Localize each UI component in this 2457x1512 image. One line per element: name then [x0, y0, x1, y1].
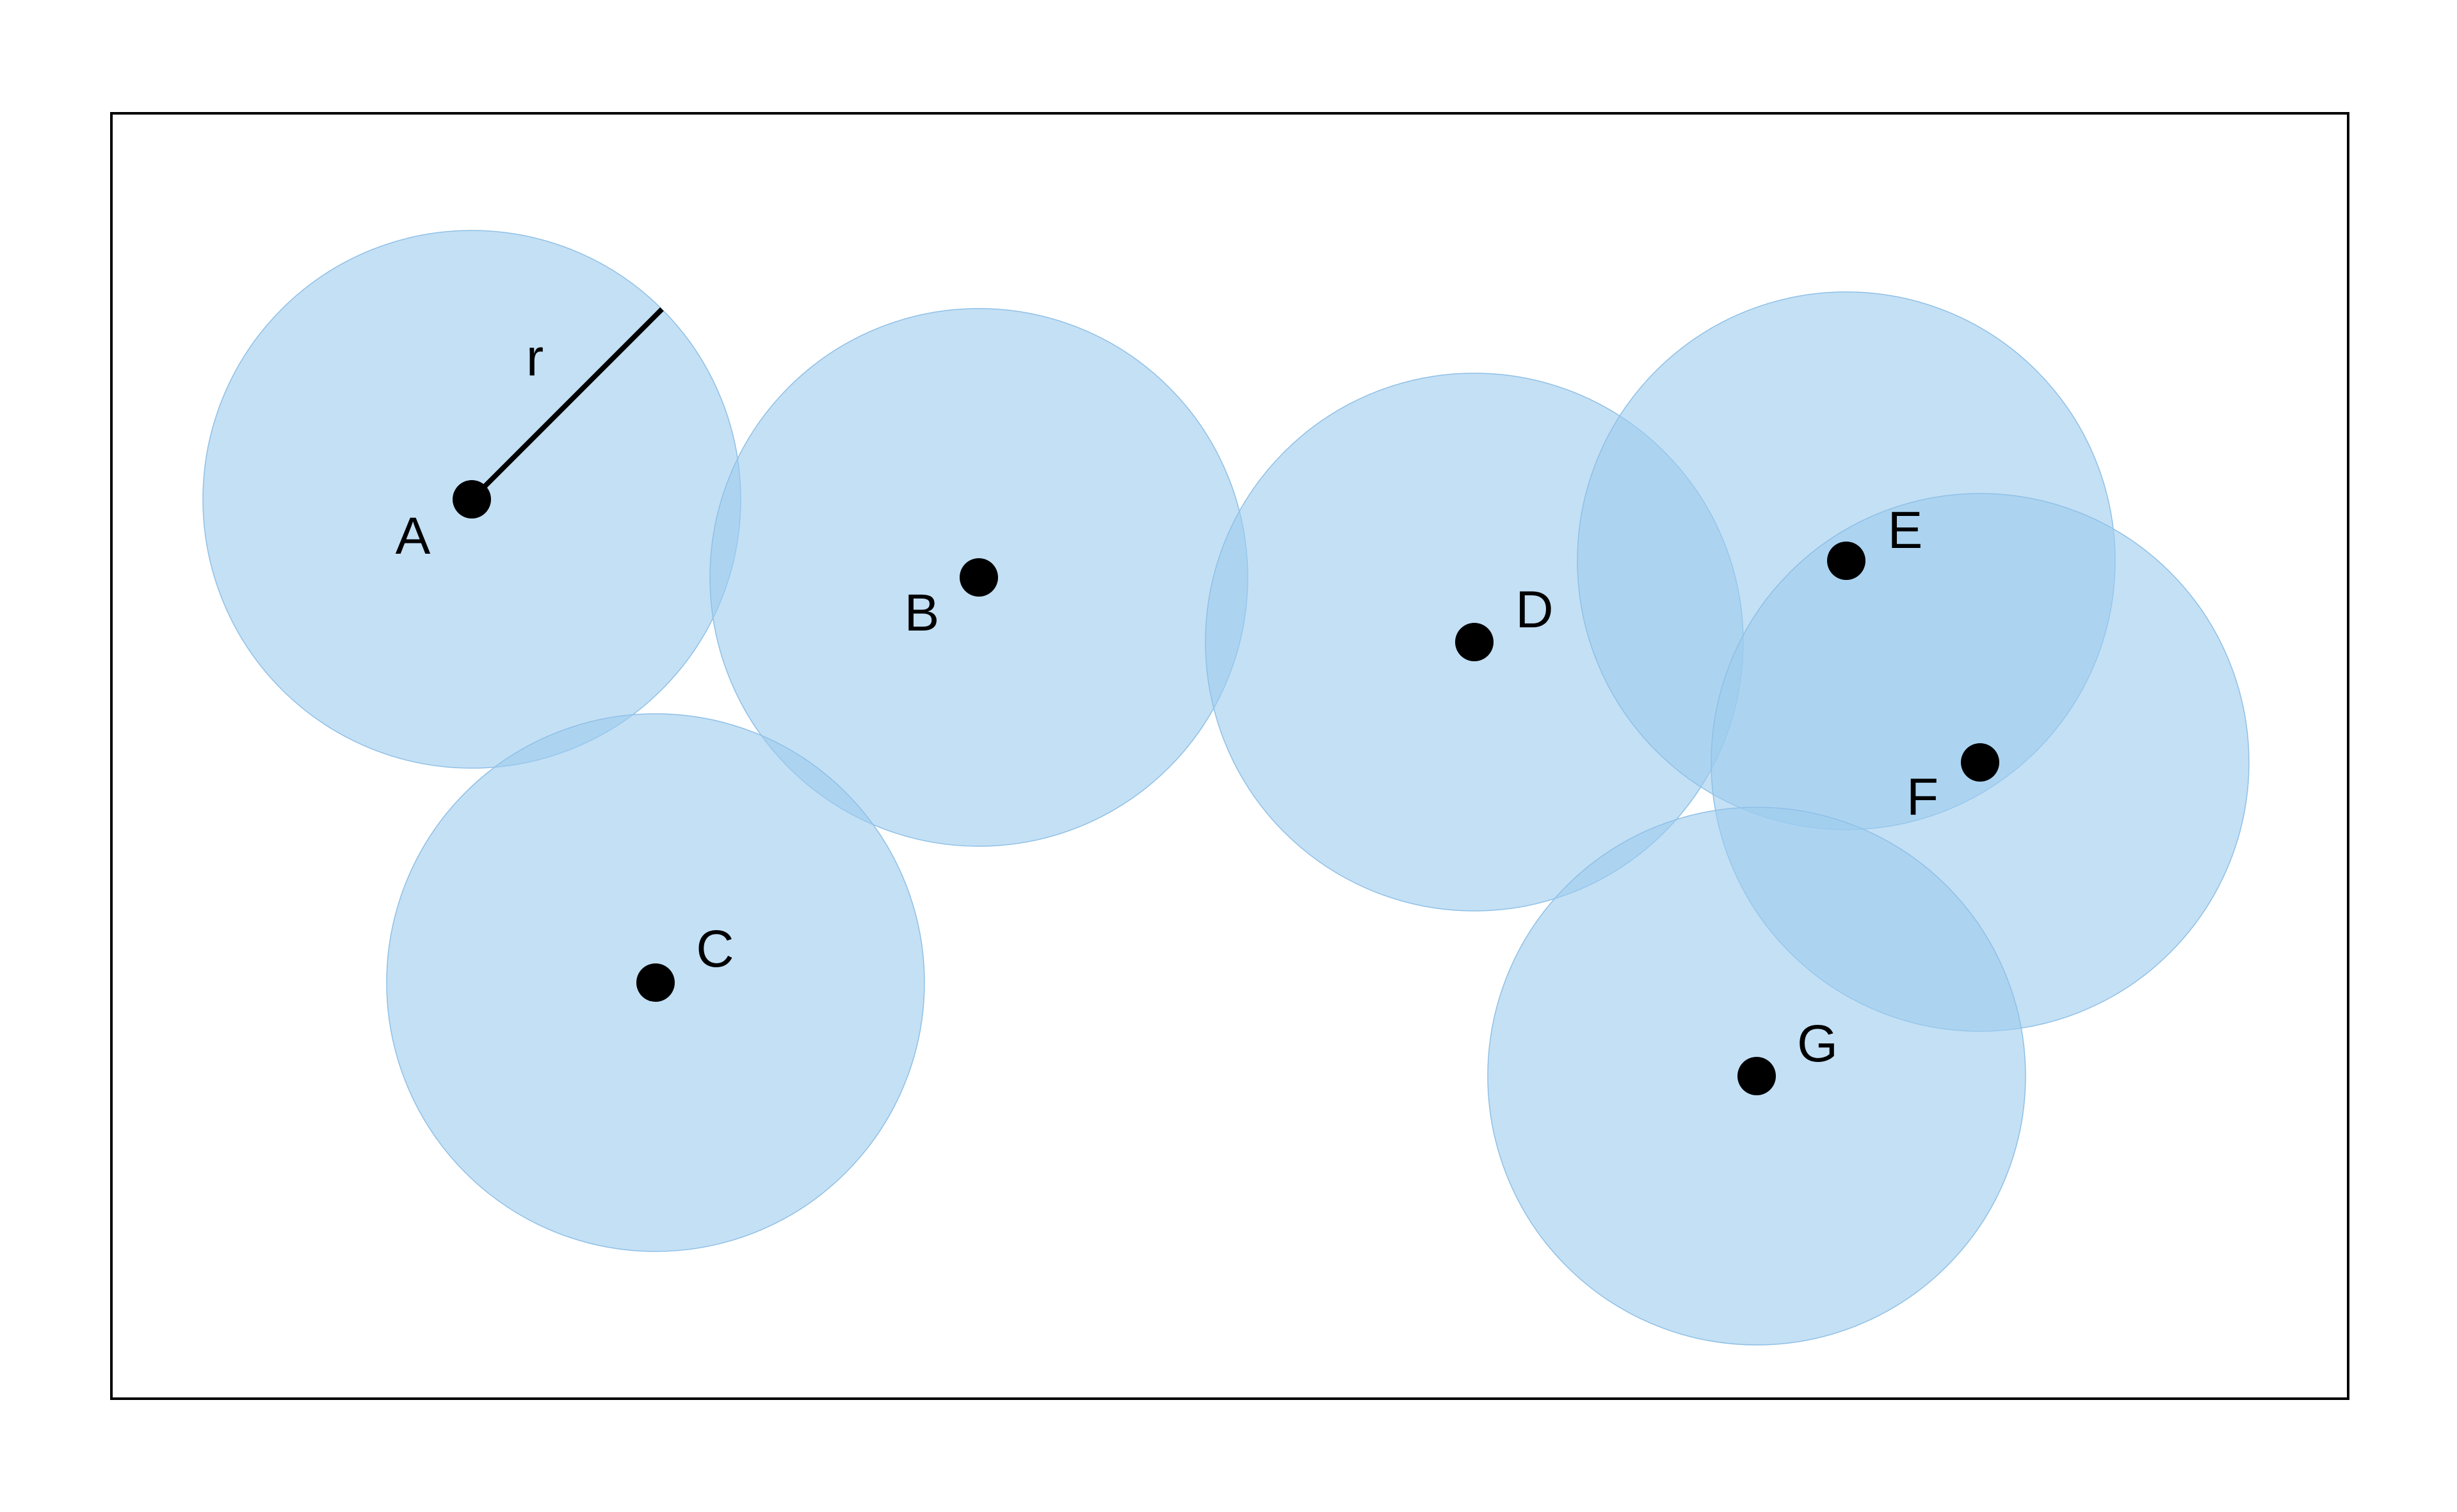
coverage-disks: [202, 230, 2250, 1346]
radius-label: r: [526, 329, 544, 387]
center-point-g: [1737, 1057, 1776, 1095]
point-label-e: E: [1888, 501, 1923, 559]
center-point-d: [1455, 623, 1494, 661]
point-label-c: C: [696, 920, 734, 978]
center-point-c: [636, 963, 675, 1002]
point-label-b: B: [905, 584, 940, 642]
point-labels: A B C D E F G: [396, 501, 1938, 1073]
plot-frame: [110, 112, 2349, 1400]
center-point-f: [1961, 743, 1999, 782]
disk-centers: [453, 480, 1999, 1095]
radius-segment: [470, 307, 664, 501]
center-point-a: [453, 480, 491, 519]
point-label-d: D: [1515, 581, 1553, 639]
center-point-b: [960, 558, 998, 597]
point-label-g: G: [1797, 1015, 1838, 1073]
point-label-f: F: [1906, 768, 1938, 826]
point-label-a: A: [396, 507, 431, 565]
center-point-e: [1827, 542, 1865, 580]
